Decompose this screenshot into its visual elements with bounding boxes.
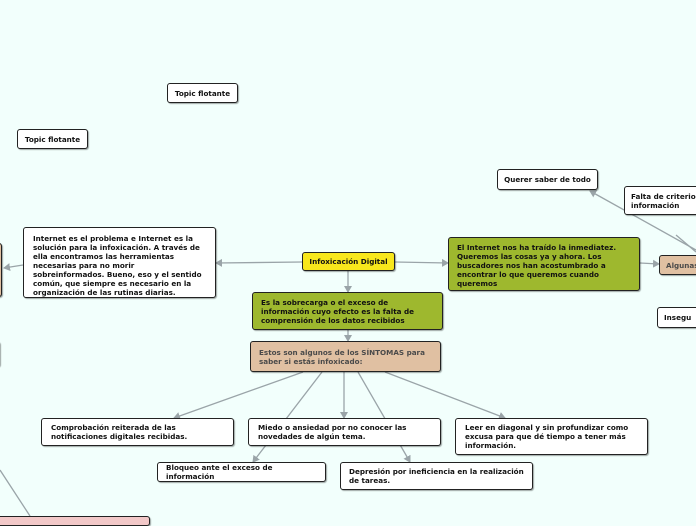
topic-lack-criteria-label: Falta de criterio información <box>631 191 696 210</box>
link-central-left-note <box>215 258 303 267</box>
right-note-text: El Internet nos ha traído la inmediatez.… <box>457 243 617 288</box>
topic-some[interactable]: Algunas <box>659 255 696 275</box>
symptoms-title: Estos son algunos de los SÍNTOMAS para s… <box>259 348 425 366</box>
symptom-item-2[interactable]: Miedo o ansiedad por no conocer las nove… <box>248 418 441 446</box>
central-topic-label: Infoxicación Digital <box>309 257 388 266</box>
symptom-item-1[interactable]: Comprobación reiterada de las notificaci… <box>41 418 234 446</box>
link-right-note-some <box>639 259 660 268</box>
topic-insecure-label: Insegu <box>664 313 692 322</box>
left-note[interactable]: Internet es el problema e Internet es la… <box>23 227 216 298</box>
link-left-note-offscreen <box>3 263 24 272</box>
topic-insecure[interactable]: Insegu <box>657 307 696 328</box>
topic-want-all-label: Querer saber de todo <box>504 175 591 184</box>
symptom-item-2-label: Miedo o ansiedad por no conocer las nove… <box>258 423 407 441</box>
symptom-item-5-label: Depresión por ineficiencia en la realiza… <box>349 467 524 485</box>
link-symptoms-3 <box>384 371 506 420</box>
link-some-lack-criteria <box>675 234 696 253</box>
topic-some-label: Algunas <box>666 260 696 270</box>
link-some-want-all <box>589 190 696 251</box>
link-symptoms-1 <box>173 371 304 420</box>
symptoms-topic[interactable]: Estos son algunos de los SÍNTOMAS para s… <box>250 341 441 372</box>
definition-text: Es la sobrecarga o el exceso de informac… <box>261 298 415 325</box>
symptom-item-4-label: Bloqueo ante el exceso de información <box>166 463 273 481</box>
symptom-item-4[interactable]: Bloqueo ante el exceso de información <box>157 462 326 482</box>
offscreen-node-bottom[interactable] <box>0 516 150 526</box>
link-offscreen-bottom-left <box>0 469 31 517</box>
symptom-item-3-label: Leer en diagonal y sin profundizar como … <box>465 423 629 450</box>
floating-topic-1-label: Topic flotante <box>174 88 231 98</box>
central-topic[interactable]: Infoxicación Digital <box>302 252 395 271</box>
link-central-right-note <box>394 258 449 267</box>
symptom-item-5[interactable]: Depresión por ineficiencia en la realiza… <box>340 462 533 490</box>
definition-topic[interactable]: Es la sobrecarga o el exceso de informac… <box>252 292 443 330</box>
link-symptoms-4 <box>252 371 323 463</box>
floating-topic-2-label: Topic flotante <box>24 134 81 144</box>
right-note[interactable]: El Internet nos ha traído la inmediatez.… <box>448 237 640 291</box>
symptom-item-1-label: Comprobación reiterada de las notificaci… <box>51 423 188 441</box>
left-note-text: Internet es el problema e Internet es la… <box>33 234 202 297</box>
topic-lack-criteria[interactable]: Falta de criterio información <box>624 186 696 215</box>
floating-topic-2[interactable]: Topic flotante <box>17 129 88 149</box>
symptom-item-3[interactable]: Leer en diagonal y sin profundizar como … <box>455 418 648 455</box>
link-symptoms-5 <box>357 371 411 463</box>
offscreen-node-left-1[interactable] <box>0 243 2 297</box>
floating-topic-1[interactable]: Topic flotante <box>167 83 238 103</box>
topic-want-all[interactable]: Querer saber de todo <box>497 169 598 190</box>
